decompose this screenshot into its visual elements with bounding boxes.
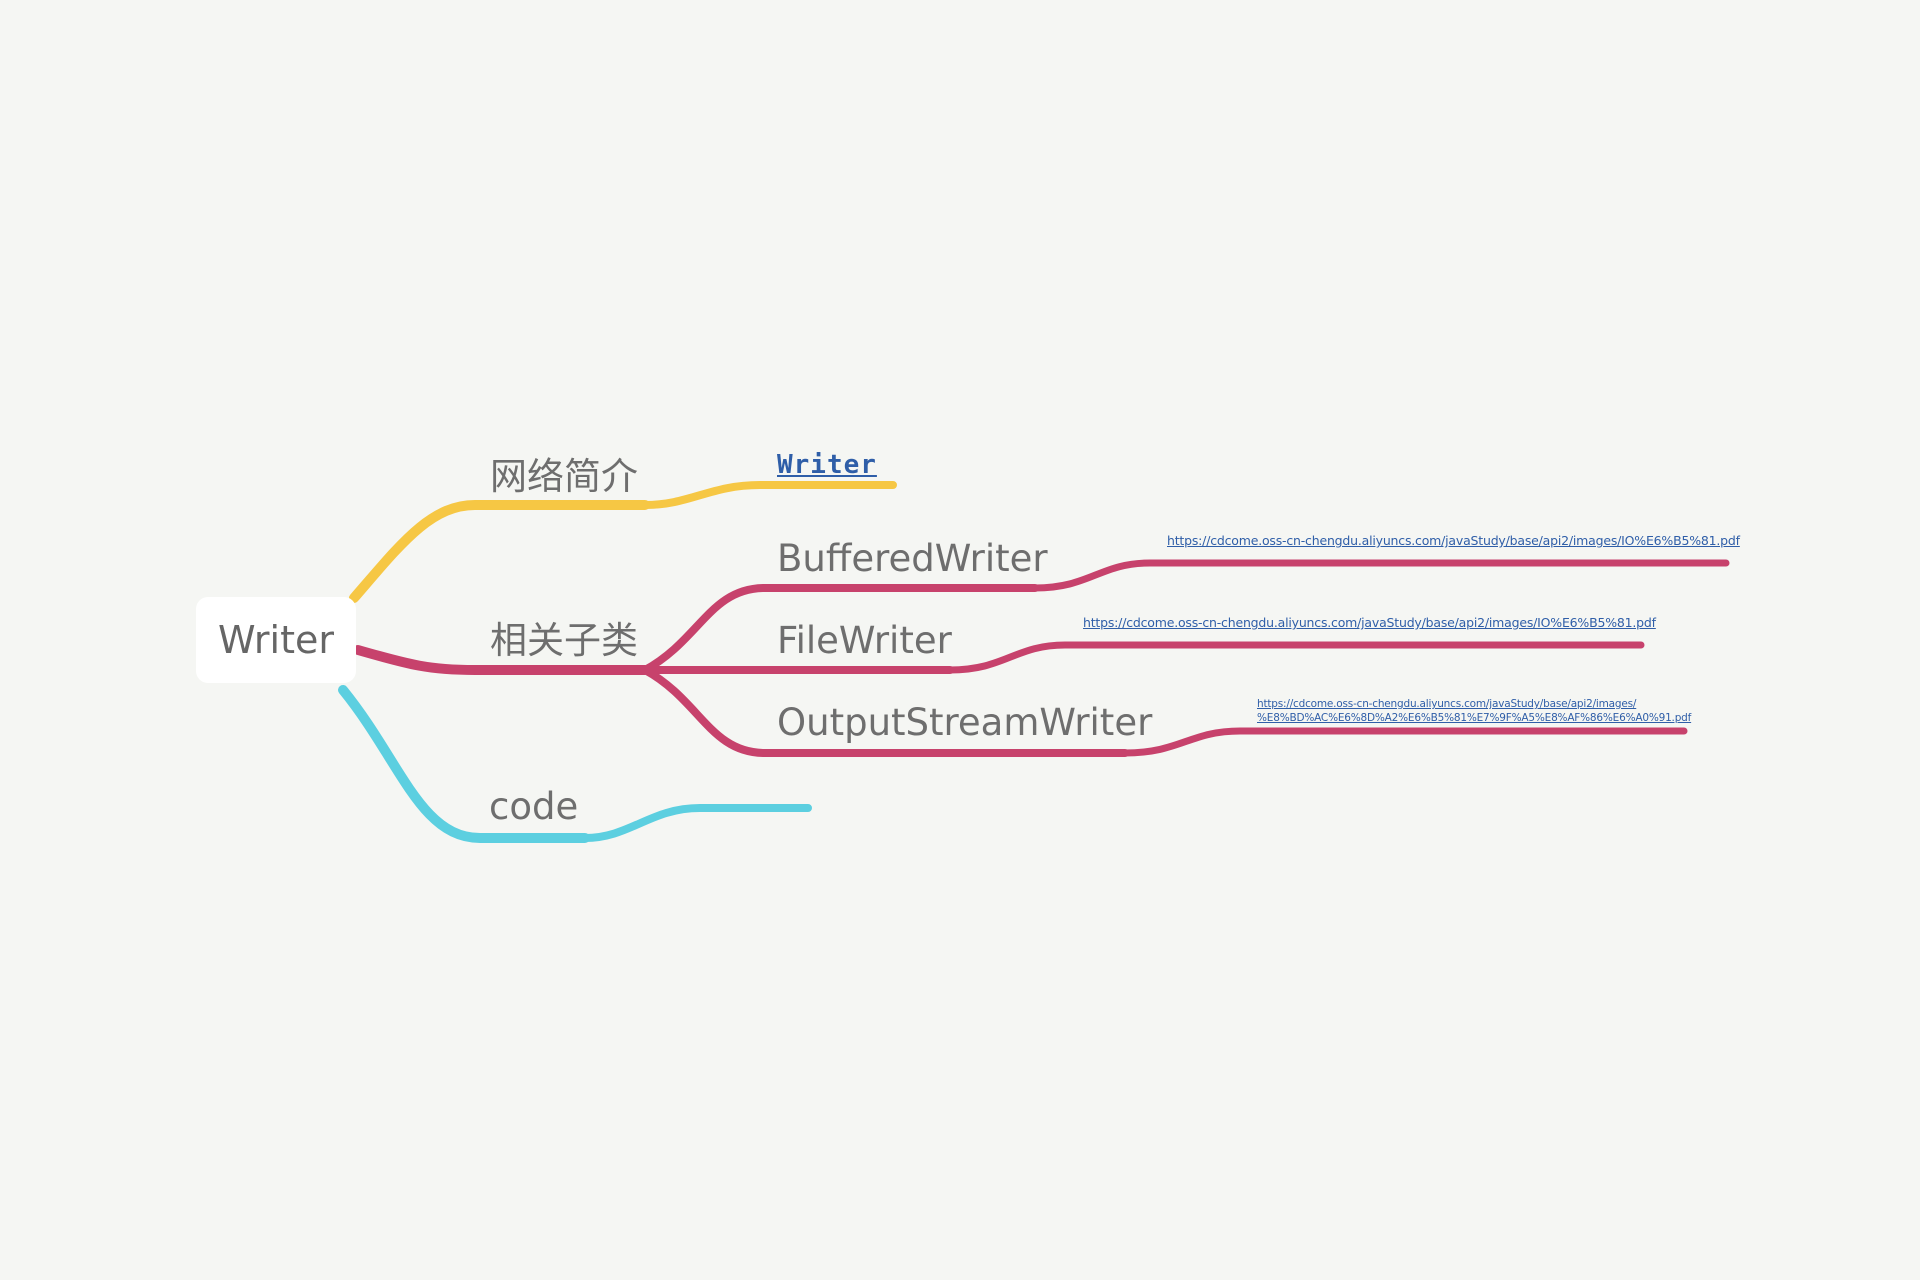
node-output-stream-writer[interactable]: OutputStreamWriter — [777, 704, 1152, 741]
connector-code-tail — [581, 804, 812, 842]
connector-root-subclasses — [353, 645, 650, 675]
connector-intro-link — [641, 481, 897, 509]
node-output-stream-writer-label: OutputStreamWriter — [777, 701, 1153, 744]
connector-subclasses-buffered — [641, 584, 1039, 674]
root-node-label: Writer — [218, 618, 334, 662]
node-intro-label: 网络简介 — [490, 455, 638, 498]
connector-root-code — [338, 685, 590, 843]
node-buffered-writer[interactable]: BufferedWriter — [777, 540, 1048, 577]
connector-root-intro — [349, 500, 650, 603]
node-subclasses[interactable]: 相关子类 — [490, 622, 638, 659]
node-file-writer[interactable]: FileWriter — [777, 622, 952, 659]
output-stream-writer-link-line1: https://cdcome.oss-cn-chengdu.aliyuncs.c… — [1257, 698, 1637, 710]
node-code[interactable]: code — [489, 788, 578, 825]
node-file-writer-label: FileWriter — [777, 619, 952, 662]
connector-output-link — [1121, 727, 1688, 757]
connector-buffered-link — [1031, 559, 1730, 592]
intro-writer-link[interactable]: Writer — [777, 450, 877, 480]
connector-file-link — [946, 641, 1645, 674]
buffered-writer-link[interactable]: https://cdcome.oss-cn-chengdu.aliyuncs.c… — [1167, 533, 1740, 548]
connector-subclasses-output — [641, 666, 1129, 757]
root-node[interactable]: Writer — [196, 597, 356, 683]
output-stream-writer-link[interactable]: https://cdcome.oss-cn-chengdu.aliyuncs.c… — [1257, 697, 1691, 725]
node-buffered-writer-label: BufferedWriter — [777, 537, 1048, 580]
node-subclasses-label: 相关子类 — [490, 619, 638, 662]
node-code-label: code — [489, 785, 579, 828]
output-stream-writer-link-line2: %E8%BD%AC%E6%8D%A2%E6%B5%81%E7%9F%A5%E8%… — [1257, 712, 1692, 724]
node-intro[interactable]: 网络简介 — [490, 458, 638, 495]
file-writer-link[interactable]: https://cdcome.oss-cn-chengdu.aliyuncs.c… — [1083, 615, 1656, 630]
